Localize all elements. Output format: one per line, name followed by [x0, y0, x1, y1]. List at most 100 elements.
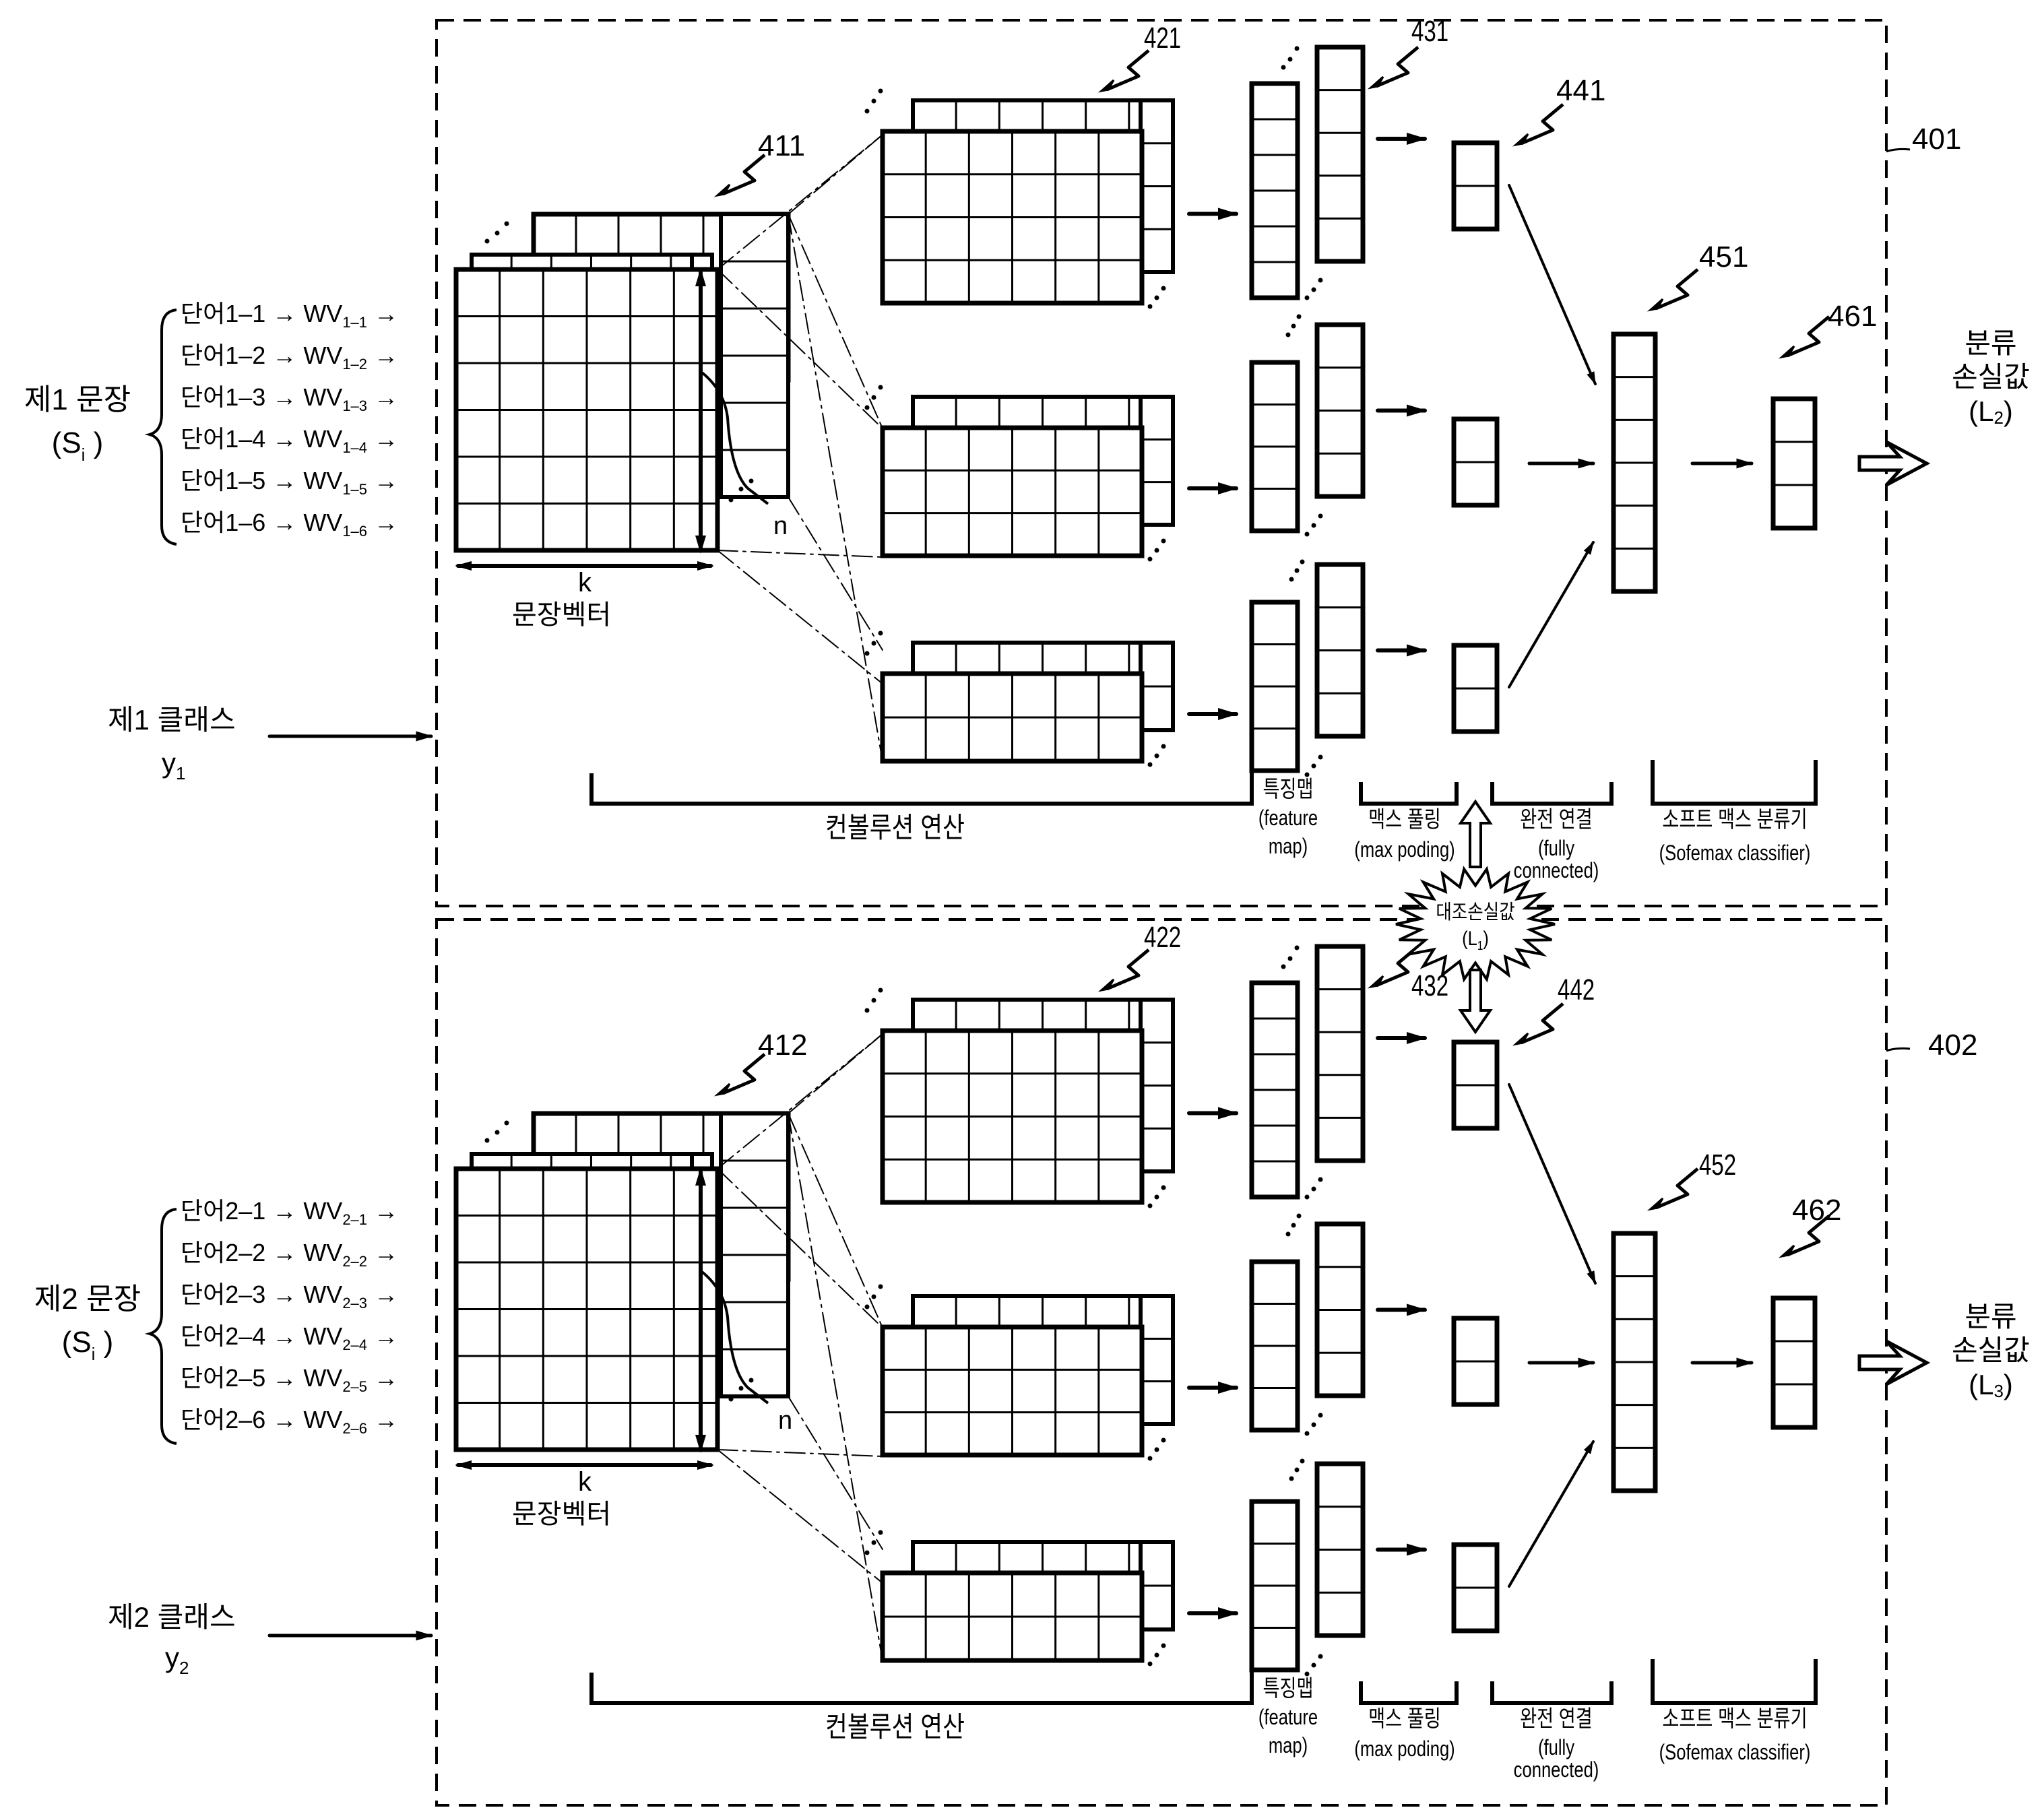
ref-441: 441: [1556, 76, 1605, 106]
softmax-label-2: 소프트 맥스 분류기: [1657, 1708, 1813, 1731]
ref-442: 442: [1558, 975, 1595, 1005]
word-vector-label: WV: [303, 509, 342, 536]
conv-block-2: [865, 385, 1237, 562]
ref-431: 431: [1411, 17, 1448, 46]
projection-line: [717, 550, 883, 557]
ellipsis-dot: [739, 487, 744, 492]
ellipsis-dot: [1155, 296, 1159, 300]
contrastive-loss-label: 대조손실값 (L1): [1430, 899, 1521, 954]
word-vector-row: 단어1–1 → WV1–1 →: [181, 302, 398, 330]
ellipsis-dot: [1312, 764, 1316, 769]
arrow-icon: →: [367, 300, 398, 327]
ellipsis-dot: [1155, 754, 1159, 758]
word-vector-row: 단어2–5 → WV2–5 →: [181, 1366, 398, 1394]
feature-map-2: [1252, 1262, 1298, 1430]
class-2-symbol-letter: y: [165, 1642, 179, 1673]
ref-leader-line: [1886, 149, 1910, 152]
conv-block-front: [883, 1573, 1142, 1660]
max-pooling-en-2: (max poding): [1343, 1738, 1467, 1761]
ref-451: 451: [1699, 243, 1748, 272]
ellipsis-dot: [495, 1130, 500, 1135]
fc-unit-2: [1454, 419, 1497, 505]
ellipsis-dot: [1295, 46, 1300, 51]
ref-441-leader: [1521, 104, 1563, 143]
fc3-to-concat-arrow: [1509, 1442, 1593, 1586]
conv-block-front: [883, 1031, 1142, 1202]
ellipsis-dot: [495, 231, 500, 236]
ellipsis-dot: [1161, 1438, 1166, 1443]
pooled-vector-2: [1317, 325, 1363, 496]
softmax-en-2: (Sofemax classifier): [1649, 1741, 1821, 1764]
projection-line: [788, 1113, 883, 1660]
projection-line: [788, 497, 883, 650]
feature-map-1: [1252, 84, 1298, 298]
ellipsis-dot: [485, 239, 490, 244]
ellipsis-dot: [729, 498, 734, 503]
conv-block-1: [865, 89, 1237, 309]
class-2-symbol-sub: 2: [179, 1658, 189, 1678]
conv-block-back-side: [1141, 643, 1173, 730]
ellipsis-dot: [1305, 1195, 1310, 1200]
conv-block-front: [883, 674, 1142, 761]
ellipsis-dot: [865, 1008, 870, 1013]
feature-map-3: [1252, 1501, 1298, 1670]
ellipsis-dot: [872, 1541, 876, 1545]
ellipsis-dot: [1148, 304, 1153, 309]
ellipsis-dot: [1155, 1653, 1159, 1658]
pooled-vector-3: [1317, 564, 1363, 736]
ellipsis-dot: [879, 631, 883, 636]
sentence-matrix-back-side: [721, 1113, 788, 1396]
ref-402: 402: [1928, 1031, 1977, 1060]
ellipsis-dot: [865, 1551, 870, 1555]
projection-line: [788, 214, 883, 761]
max-pooling-label-1: 맥스 풀링: [1351, 808, 1459, 831]
pooled-vector-1-bg: [1317, 47, 1363, 261]
word-vector-sub: 1–2: [342, 356, 367, 373]
fc1-to-concat-arrow: [1509, 185, 1595, 384]
ellipsis-dot: [1161, 1644, 1166, 1648]
conv-block-back-side: [1141, 1542, 1173, 1629]
conv-block-front: [883, 1327, 1142, 1455]
class-1-title: 제1 클래스: [108, 706, 236, 734]
ref-441-leader: [1521, 1004, 1563, 1043]
pooled-vector-2: [1317, 1224, 1363, 1396]
k-arrow-head-right: [697, 561, 714, 571]
sentence-matrix-stack: [455, 1113, 788, 1470]
word-vector-label: WV: [303, 1322, 342, 1350]
fc-unit-1: [1454, 143, 1497, 229]
arrow-icon: →: [367, 1281, 398, 1308]
feature-map-label-1: 특징맵: [1256, 778, 1320, 801]
k-arrow-head-left: [455, 561, 472, 571]
ref-412: 412: [758, 1031, 807, 1060]
sentence-1-symbol-letter: S: [61, 426, 81, 459]
output-hollow-arrow: [1859, 1341, 1927, 1384]
pool-stage-bracket: [1361, 1681, 1457, 1703]
word-label: 단어1–4 →: [181, 425, 303, 453]
ellipsis-dot: [1148, 1662, 1153, 1667]
conv-block-back-side-bg: [1141, 1296, 1173, 1424]
ellipsis-dot: [1291, 1223, 1296, 1228]
conv-block-3: [865, 1530, 1237, 1667]
feature-map-en-1a: (feature: [1256, 807, 1320, 830]
ellipsis-dot: [729, 1397, 734, 1402]
word-vector-row: 단어2–4 → WV2–4 →: [181, 1324, 398, 1353]
softmax-vector: [1773, 399, 1815, 528]
ellipsis-dot: [1295, 1468, 1300, 1473]
max-pooling-label-2: 맥스 풀링: [1351, 1708, 1459, 1731]
word-vector-sub: 2–1: [342, 1211, 367, 1228]
ellipsis-dot: [1312, 288, 1316, 292]
ellipsis-dot: [872, 641, 876, 646]
pooled-vector-1: [1317, 47, 1363, 261]
fully-connected-label-2: 완전 연결: [1502, 1708, 1610, 1731]
word-label: 단어2–2 →: [181, 1239, 303, 1266]
softmax-vector-bg: [1773, 399, 1815, 528]
word-label: 단어2–3 →: [181, 1281, 303, 1308]
fully-connected-en-1b: connected): [1502, 860, 1610, 882]
ellipsis-dot: [1289, 1477, 1294, 1481]
ellipsis-dot: [1312, 523, 1316, 528]
ellipsis-dot: [1318, 1177, 1323, 1182]
ellipsis-dot: [865, 651, 870, 656]
sentence-brace: [150, 1209, 177, 1444]
ellipsis-dot: [1155, 1448, 1159, 1452]
word-vector-row: 단어2–2 → WV2–2 →: [181, 1241, 398, 1269]
